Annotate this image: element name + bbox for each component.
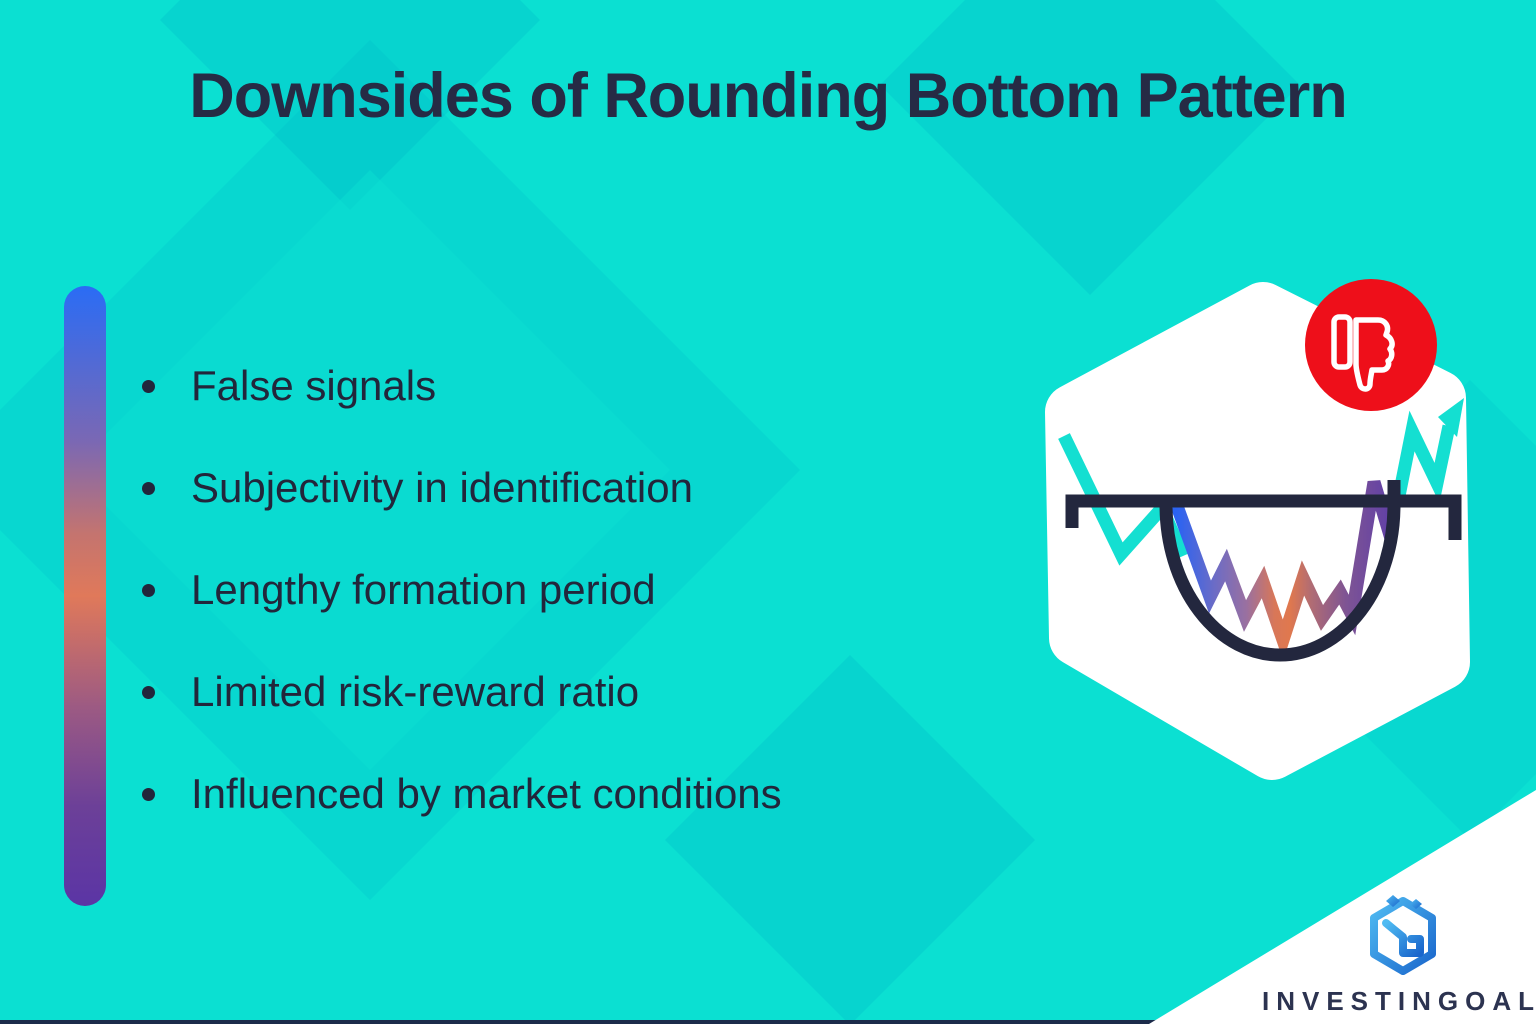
bullet-dot xyxy=(142,685,155,699)
list-item-label: Subjectivity in identification xyxy=(191,464,693,511)
investingoal-hexagon-logo xyxy=(1370,895,1436,975)
rounding-bottom-chart-icon xyxy=(1045,279,1470,780)
list-item: Limited risk-reward ratio xyxy=(142,668,782,716)
list-item-label: False signals xyxy=(191,362,437,409)
logo-diamond xyxy=(1410,899,1422,909)
bullet-dot xyxy=(142,583,155,597)
list-item-label: Limited risk-reward ratio xyxy=(191,668,640,715)
list-item: Influenced by market conditions xyxy=(142,770,782,818)
list-item-label: Influenced by market conditions xyxy=(191,770,782,817)
bg-diamond xyxy=(160,0,540,210)
infographic-title: Downsides of Rounding Bottom Pattern xyxy=(189,61,1347,131)
logo-diamond xyxy=(1386,895,1400,907)
bullet-dot xyxy=(142,481,155,495)
list-item: False signals xyxy=(142,362,782,410)
brand-name: INVESTINGOAL xyxy=(1262,986,1536,1016)
neckline xyxy=(1065,494,1462,540)
bottoming-zigzag xyxy=(1170,480,1399,661)
list-item: Subjectivity in identification xyxy=(142,464,782,512)
bg-diamond-inner xyxy=(70,170,670,770)
bg-diamond xyxy=(665,655,1035,1024)
list-item: Lengthy formation period xyxy=(142,566,782,614)
thumbs-down-icon xyxy=(1331,314,1395,392)
thumbs-down-badge xyxy=(1305,279,1437,411)
bg-diamond xyxy=(880,0,1300,295)
breakout-up-arrow-icon xyxy=(1390,410,1456,508)
bullet-dot xyxy=(142,379,155,393)
cup-arc xyxy=(1159,480,1401,662)
downsides-list: False signals Subjectivity in identifica… xyxy=(142,362,782,872)
gradient-accent-bar xyxy=(64,286,106,906)
bottom-strip xyxy=(0,1020,1536,1024)
arrowhead xyxy=(1438,398,1464,437)
bullet-dot xyxy=(142,787,155,801)
list-item-label: Lengthy formation period xyxy=(191,566,656,613)
hexagon-badge xyxy=(1045,282,1470,780)
